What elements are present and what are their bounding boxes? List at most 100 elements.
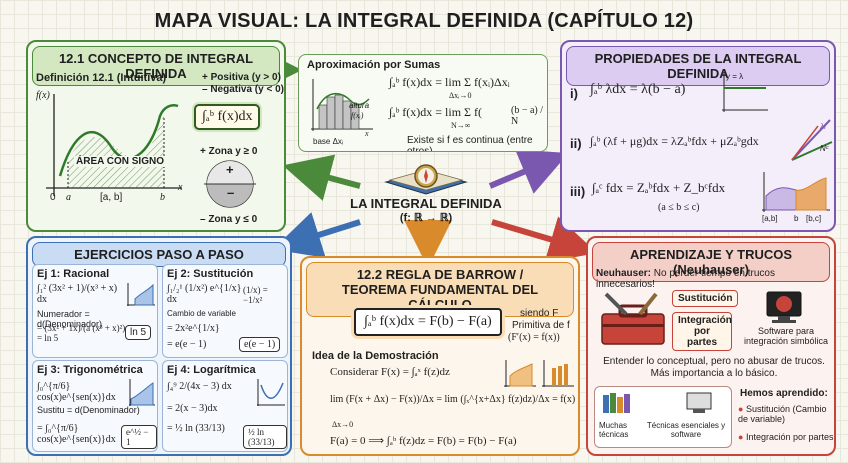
muchas-label: Muchas técnicas	[599, 421, 637, 439]
ej2-card: Ej 2: Sustitución ∫₁/₂¹ (1/x²) e^{1/x} d…	[162, 264, 288, 358]
aprendizaje-panel: APRENDIZAJE Y TRUCOS (Neuhauser) Neuhaus…	[586, 236, 836, 456]
sumas-x: x	[365, 129, 369, 138]
altura-label: altura	[349, 101, 369, 110]
barrow-siendo: siendo F	[520, 308, 558, 319]
ej4-graph	[255, 377, 287, 407]
arrow-to-propiedades	[490, 160, 552, 186]
ej2-title: Ej 2: Sustitución	[167, 268, 253, 280]
axis-a: a	[66, 192, 71, 203]
bullet-1-text: Sustitución (Cambio de variable)	[738, 404, 827, 424]
ej3-title: Ej 3: Trigonométrica	[37, 364, 143, 376]
concepto-panel: 12.1 CONCEPTO DE INTEGRAL DEFINIDA Defin…	[26, 40, 286, 232]
concepto-def: Definición 12.1 (Intuitiva)	[36, 72, 166, 84]
ej3-eq: ∫₀^{π/6} cos(x)e^{sen(x)}dx	[37, 381, 127, 403]
ej2-cambio: Cambio de variable	[167, 309, 236, 318]
barrow-considerar: Considerar F(x) = ∫ₐˣ f(z)dz	[330, 366, 450, 378]
altura-value: f(xᵢ)	[351, 111, 363, 120]
fx-label: f(x)	[36, 90, 50, 101]
negative-label: – Negativa (y < 0)	[202, 84, 284, 95]
barrow-main-eq: ∫ₐᵇ f(x)dx = F(b) − F(a)	[354, 308, 502, 336]
prop-iii-cond: (a ≤ b ≤ c)	[658, 202, 700, 213]
prop-iii-label: iii)	[570, 184, 585, 199]
tecnicas-label: Técnicas esenciales y software	[641, 421, 731, 439]
arrow-to-ejercicios	[290, 222, 360, 244]
ej2-side: (1/x) = −1/x²	[243, 285, 287, 305]
bullet-2: ● Integración por partes	[738, 432, 834, 442]
ej2-eq: ∫₁/₂¹ (1/x²) e^{1/x} dx	[167, 283, 243, 305]
ej1-eq: ∫₁² (3x² + 1)/(x³ + x) dx	[37, 283, 127, 305]
axis-ab: [a, b]	[100, 192, 122, 203]
ej4-title: Ej 4: Logarítmica	[167, 364, 256, 376]
area-label: ÁREA CON SIGNO	[74, 156, 166, 167]
aprendizaje-line2: Más importancia a lo básico.	[596, 368, 832, 379]
prop-g-b: b	[794, 214, 798, 223]
zona-pos: + Zona y ≥ 0	[200, 146, 257, 157]
ej1-res-eq: = (3x² + 1x)/(a (x³ + x)²) = ln 5	[37, 323, 129, 343]
barrow-panel: 12.2 REGLA DE BARROW / TEOREMA FUNDAMENT…	[300, 256, 580, 456]
positive-label: + Positiva (y > 0)	[202, 72, 281, 83]
ej4-result: ½ ln (33/13)	[243, 425, 287, 449]
prop-g-bc: [b,c]	[806, 214, 821, 223]
books-icon	[601, 391, 633, 415]
prop-i-graph-label: y = λ	[726, 72, 743, 81]
additivity-graph	[758, 170, 832, 214]
ej1-card: Ej 1: Racional ∫₁² (3x² + 1)/(x³ + x) dx…	[32, 264, 158, 358]
ej2-result: e(e − 1)	[239, 337, 280, 352]
sumas-header: Aproximación por Sumas	[307, 59, 440, 71]
minus-sign: –	[227, 185, 234, 200]
sumas-eq2: ∫ₐᵇ f(x)dx = lim Σ f(	[389, 105, 482, 120]
prop-iii-eq: ∫ₐᶜ fdx = Zₐᵇfdx + Z_bᶜfdx	[592, 180, 725, 196]
ej1-title: Ej 1: Racional	[37, 268, 109, 280]
ejercicios-panel: EJERCICIOS PASO A PASO Ej 1: Racional ∫₁…	[26, 236, 292, 456]
propiedades-panel: PROPIEDADES DE LA INTEGRAL DEFINIDA i) ∫…	[560, 40, 836, 232]
center-book-icon	[378, 158, 474, 200]
ej2-step2: = e(e − 1)	[167, 339, 206, 350]
toolbox-icon	[596, 290, 672, 348]
center-sub: (f: ℝ → ℝ)	[346, 211, 506, 224]
zona-neg: – Zona y ≤ 0	[200, 214, 257, 225]
axis-b: b	[160, 192, 165, 203]
bullet-2-icon: ●	[738, 432, 743, 442]
bullet-1: ● Sustitución (Cambio de variable)	[738, 404, 834, 424]
prop-i-eq: ∫ₐᵇ λdx = λ(b − a)	[590, 82, 685, 98]
vec-a-label: λf	[820, 122, 826, 131]
ej3-sust: Sustitu = d(Denominador)	[37, 405, 140, 415]
ej3-result: e^½ − 1	[121, 425, 157, 449]
prop-i-label: i)	[570, 86, 578, 101]
tag-partes: Integración por partes	[672, 312, 732, 351]
barrow-area-icons	[502, 358, 576, 388]
ej3-card: Ej 3: Trigonométrica ∫₀^{π/6} cos(x)e^{s…	[32, 360, 158, 452]
bullet-2-text: Integración por partes	[746, 432, 834, 442]
ej4-eq: ∫₄⁹ 2/(4x − 3) dx	[167, 381, 232, 392]
barrow-primitiva: Primitiva de f	[512, 320, 570, 331]
ej3-graph	[127, 377, 157, 407]
ej1-result: ln 5	[125, 325, 151, 340]
ej2-step: = 2x²e^{1/x}	[167, 323, 220, 334]
base-label: base Δxᵢ	[313, 137, 343, 146]
techniques-card: Muchas técnicas Técnicas esenciales y so…	[594, 386, 732, 448]
sumas-eq1: ∫ₐᵇ f(x)dx = lim Σ f(xᵢ)Δxᵢ	[389, 75, 510, 90]
ej4-card: Ej 4: Logarítmica ∫₄⁹ 2/(4x − 3) dx = 2(…	[162, 360, 288, 452]
bullet-1-icon: ●	[738, 404, 743, 414]
center-label: LA INTEGRAL DEFINIDA	[346, 196, 506, 211]
ej4-step: = 2(x − 3)dx	[167, 403, 217, 414]
sumas-eq2-sub: N→∞	[451, 121, 470, 130]
tag-sustitucion: Sustitución	[672, 290, 738, 307]
plus-sign: +	[226, 162, 234, 177]
axis-0: 0	[50, 192, 56, 203]
aprendizaje-line1: Entender lo conceptual, pero no abusar d…	[596, 356, 832, 367]
area-graph	[32, 86, 192, 206]
arrow-to-concepto	[300, 170, 360, 186]
linearity-vector-icon	[788, 114, 836, 164]
vec-b-label: Nᶜ	[820, 144, 829, 153]
quote-label: Neuhauser:	[596, 268, 651, 279]
center-node: LA INTEGRAL DEFINIDA (f: ℝ → ℝ)	[346, 196, 506, 224]
sumas-eq1-sub: Δxᵢ→0	[449, 91, 471, 100]
ej3-step: = ∫₀^{π/6} cos(x)e^{sen(x)}dx	[37, 423, 123, 445]
barrow-primitiva2: (F′(x) = f(x))	[508, 332, 560, 343]
sumas-panel: Aproximación por Sumas altura f(xᵢ) base…	[298, 54, 548, 152]
barrow-idea: Idea de la Demostración	[312, 350, 439, 362]
axis-x: x	[178, 182, 182, 193]
prop-ii-eq: ∫ₐᵇ (λf + μg)dx = λZₐᵇfdx + μZₐᵇgdx	[590, 134, 759, 149]
prop-g-ab: [a,b]	[762, 214, 778, 223]
